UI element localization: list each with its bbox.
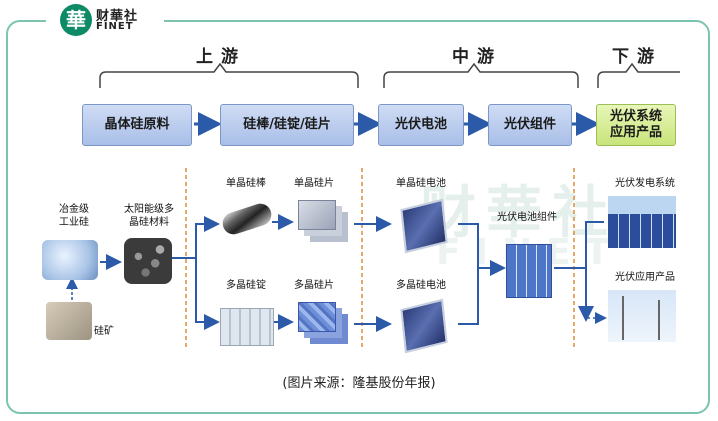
poly-ingot-image [220, 308, 274, 346]
label-mono-rod: 单晶硅棒 [226, 178, 266, 189]
box-pv-cell: 光伏电池 [378, 104, 464, 146]
pv-power-system-image [608, 196, 676, 248]
brace-midstream [383, 62, 579, 88]
arrow-module-split [554, 221, 604, 318]
pv-application-image [608, 290, 676, 342]
pv-module-image [506, 244, 552, 298]
watermark-cn: 财華社 [420, 181, 618, 246]
arrow-split-down [195, 258, 220, 330]
street-light-icon [658, 300, 660, 340]
label-poly-ingot: 多晶硅锭 [226, 280, 266, 291]
label-poly-cell: 多晶硅电池 [396, 280, 446, 291]
mono-wafer-image [298, 200, 336, 230]
label-power-system: 光伏发电系统 [615, 178, 675, 189]
image-source-caption: (图片来源：隆基股份年报) [282, 376, 436, 391]
box-pv-system-line2: 应用产品 [609, 125, 662, 140]
brace-upstream [99, 62, 359, 88]
label-mono-cell: 单晶硅电池 [396, 178, 446, 189]
outer-frame [6, 20, 710, 414]
logo-name-cn: 财華社 [96, 9, 139, 24]
label-silicon-ore: 硅矿 [94, 326, 114, 337]
silicon-ore-image [46, 302, 92, 340]
label-poly-wafer: 多晶硅片 [294, 280, 334, 291]
metallurgical-silicon-image [42, 240, 98, 280]
label-metallurgical: 冶金级 工业硅 [48, 204, 100, 229]
stage-downstream: 下游 [612, 47, 662, 67]
label-solar-grade-line1: 太阳能级多 [124, 204, 174, 215]
label-pv-module: 光伏电池组件 [497, 212, 557, 223]
label-solar-grade-line2: 晶硅材料 [129, 216, 169, 228]
box-silicon-rod-ingot-wafer: 硅棒/硅锭/硅片 [220, 104, 354, 146]
logo-name-en: FINET [96, 21, 134, 32]
street-light-icon [622, 296, 624, 340]
box-pv-system: 光伏系统 应用产品 [596, 104, 676, 146]
box-crystalline-silicon: 晶体硅原料 [82, 104, 192, 146]
label-metallurgical-line2: 工业硅 [59, 216, 89, 228]
arrow-split-up [172, 216, 220, 259]
brace-downstream [597, 62, 680, 88]
poly-wafer-image [298, 302, 336, 332]
polysilicon-material-image [124, 238, 172, 284]
arrow-cells-merge [458, 223, 500, 325]
stage-midstream: 中游 [452, 47, 502, 67]
label-metallurgical-line1: 冶金级 [59, 204, 89, 215]
box-pv-system-line1: 光伏系统 [609, 109, 662, 125]
label-application: 光伏应用产品 [615, 272, 675, 283]
box-pv-module: 光伏组件 [488, 104, 572, 146]
label-solar-grade: 太阳能级多 晶硅材料 [114, 204, 184, 229]
stage-upstream: 上游 [196, 47, 246, 67]
label-mono-wafer: 单晶硅片 [294, 178, 334, 189]
finet-logo-icon: 華 [60, 4, 92, 36]
